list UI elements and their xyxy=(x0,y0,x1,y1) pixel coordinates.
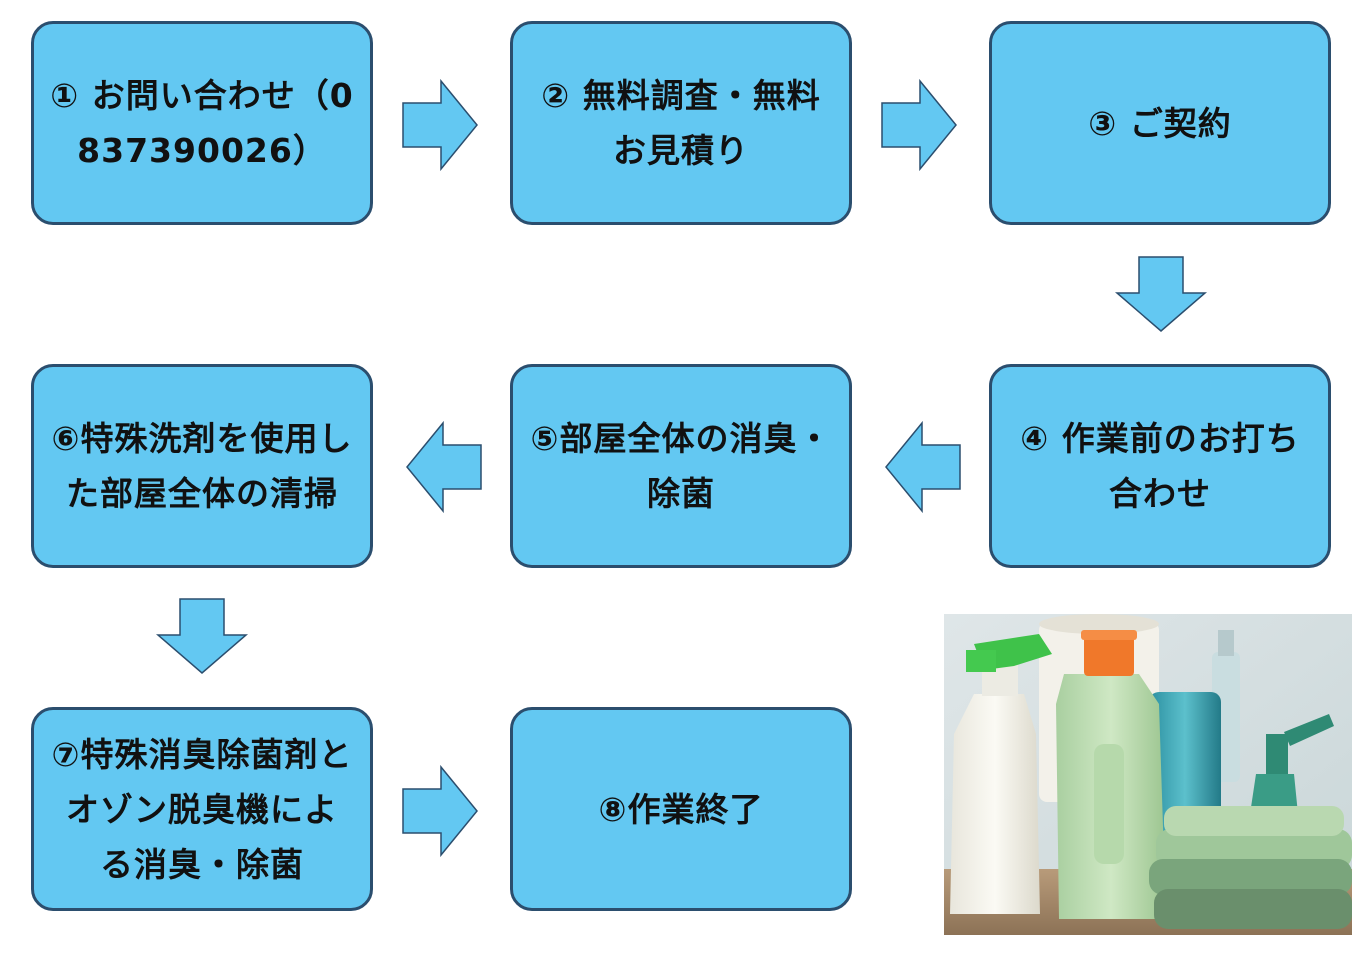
step-6-box: ⑥特殊洗剤を使用した部屋全体の清掃 xyxy=(31,364,373,568)
step-4-label: ④ 作業前のお打ち合わせ xyxy=(1020,419,1300,513)
step-3-box: ③ ご契約 xyxy=(989,21,1331,225)
arrow-left-2-icon xyxy=(406,420,482,514)
step-6-label: ⑥特殊洗剤を使用した部屋全体の清掃 xyxy=(51,419,353,513)
step-5-label: ⑤部屋全体の消臭・除菌 xyxy=(530,419,832,513)
step-8-label: ⑧作業終了 xyxy=(598,789,764,829)
arrow-down-2-icon xyxy=(155,598,249,674)
arrow-down-1-icon xyxy=(1114,256,1208,332)
step-2-label: ② 無料調査・無料お見積り xyxy=(541,76,821,170)
arrow-right-2-icon xyxy=(881,78,957,172)
cleaning-products-photo xyxy=(944,614,1352,935)
step-3-label: ③ ご契約 xyxy=(1088,103,1232,143)
step-7-box: ⑦特殊消臭除菌剤とオゾン脱臭機による消臭・除菌 xyxy=(31,707,373,911)
step-8-box: ⑧作業終了 xyxy=(510,707,852,911)
arrow-right-3-icon xyxy=(402,764,478,858)
step-1-label: ① お問い合わせ（0837390026） xyxy=(50,76,354,170)
step-7-label: ⑦特殊消臭除菌剤とオゾン脱臭機による消臭・除菌 xyxy=(51,734,353,884)
step-4-box: ④ 作業前のお打ち合わせ xyxy=(989,364,1331,568)
arrow-right-1-icon xyxy=(402,78,478,172)
step-2-box: ② 無料調査・無料お見積り xyxy=(510,21,852,225)
arrow-left-1-icon xyxy=(885,420,961,514)
step-5-box: ⑤部屋全体の消臭・除菌 xyxy=(510,364,852,568)
step-1-box: ① お問い合わせ（0837390026） xyxy=(31,21,373,225)
